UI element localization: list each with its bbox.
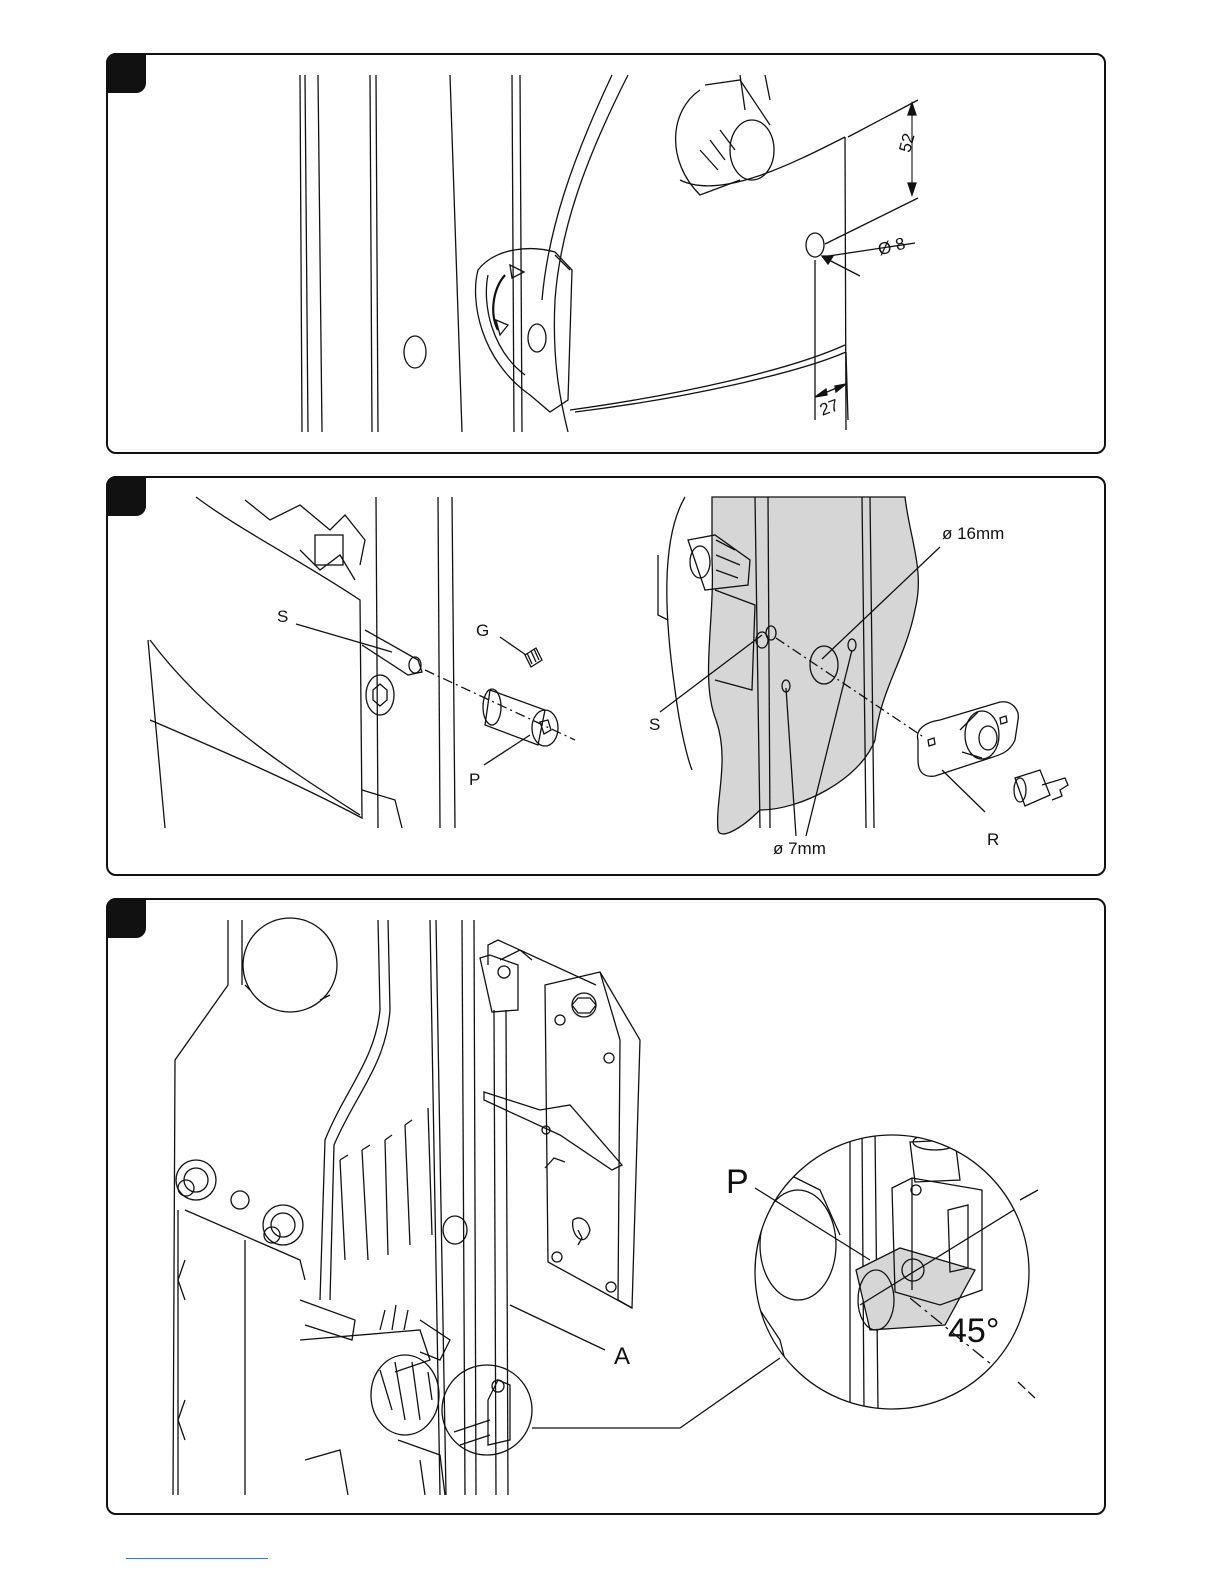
label-A-rod: A — [614, 1343, 630, 1371]
label-45-degree-angle: 45° — [948, 1312, 999, 1351]
label-P-pin-detail: P — [726, 1163, 749, 1202]
panel-3-drawing — [0, 0, 1224, 1520]
footer-rule — [126, 1558, 268, 1559]
